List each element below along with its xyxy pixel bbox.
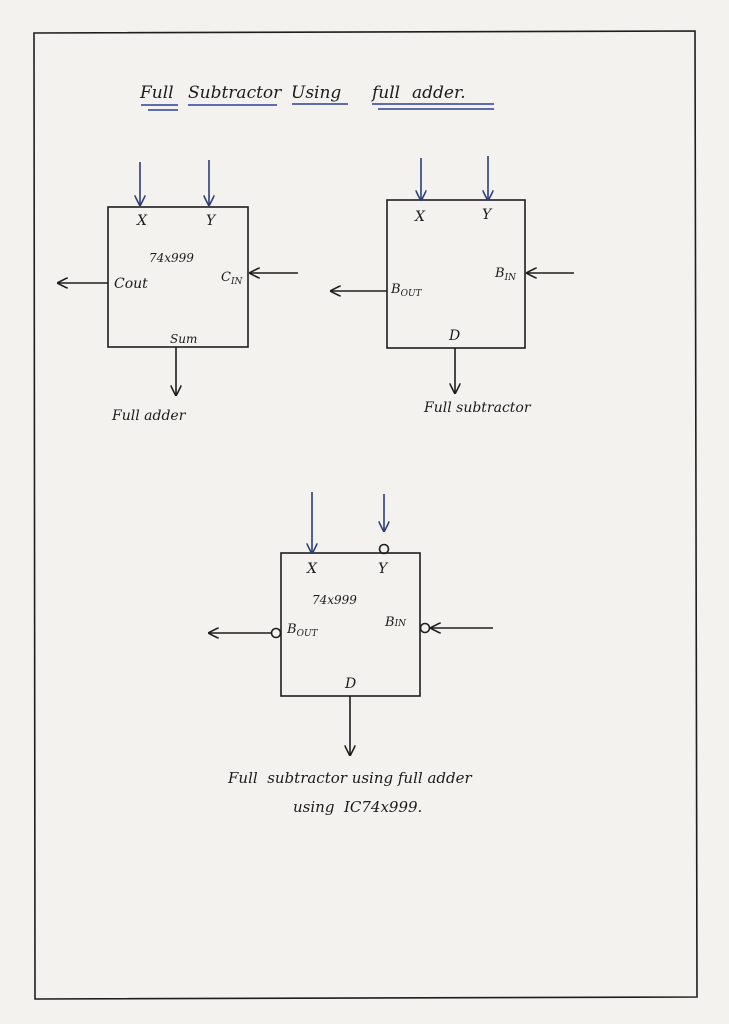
title-word-2: Subtractor <box>188 83 282 103</box>
combined-y-label: Y <box>378 561 389 577</box>
combined-bout-inversion-bubble <box>270 627 282 639</box>
full-adder-y-label: Y <box>206 213 217 229</box>
combined-x-label: X <box>306 561 318 577</box>
full-adder-cout-label: Cout <box>114 276 148 292</box>
full-subtractor-bin-label: BIN <box>494 266 517 283</box>
combined-caption-line-2: using IC74x999. <box>293 798 422 816</box>
full-adder-cin-label: CIN <box>221 270 244 287</box>
full-adder-caption: Full adder <box>111 408 187 424</box>
full-subtractor-caption: Full subtractor <box>423 400 532 416</box>
full-adder-box <box>107 206 249 348</box>
full-subtractor-bout-label: BOUT <box>390 282 423 299</box>
title: Full Subtractor Using full adder. <box>139 83 494 111</box>
full-subtractor-block: X Y BIN BOUT D Full subtractor <box>331 156 574 416</box>
full-subtractor-box <box>386 199 526 349</box>
full-adder-sum-label: Sum <box>170 332 197 346</box>
combined-caption-line-1: Full subtractor using full adder <box>227 769 472 787</box>
combined-chip-label: 74x999 <box>312 593 357 607</box>
full-adder-chip-label: 74x999 <box>149 251 194 265</box>
full-subtractor-y-label: Y <box>482 207 493 223</box>
full-subtractor-x-label: X <box>414 209 426 225</box>
combined-bin-inversion-bubble <box>419 622 431 634</box>
full-adder-block: X Y 74x999 Cout CIN Sum Full adder <box>58 160 298 424</box>
title-word-3: Using <box>291 83 341 103</box>
title-word-4: full <box>370 83 400 103</box>
page-border <box>33 30 698 1000</box>
combined-bout-label: BOUT <box>286 622 319 639</box>
full-adder-x-label: X <box>136 213 148 229</box>
title-word-5: adder. <box>412 83 466 103</box>
combined-d-label: D <box>344 676 356 692</box>
title-word-1: Full <box>139 83 174 103</box>
combined-bin-label: BIN <box>384 615 407 630</box>
full-subtractor-d-label: D <box>448 328 460 344</box>
combined-y-inversion-bubble <box>378 543 390 555</box>
combined-block: X Y 74x999 BOUT BIN D Full subtractor us… <box>209 492 493 816</box>
